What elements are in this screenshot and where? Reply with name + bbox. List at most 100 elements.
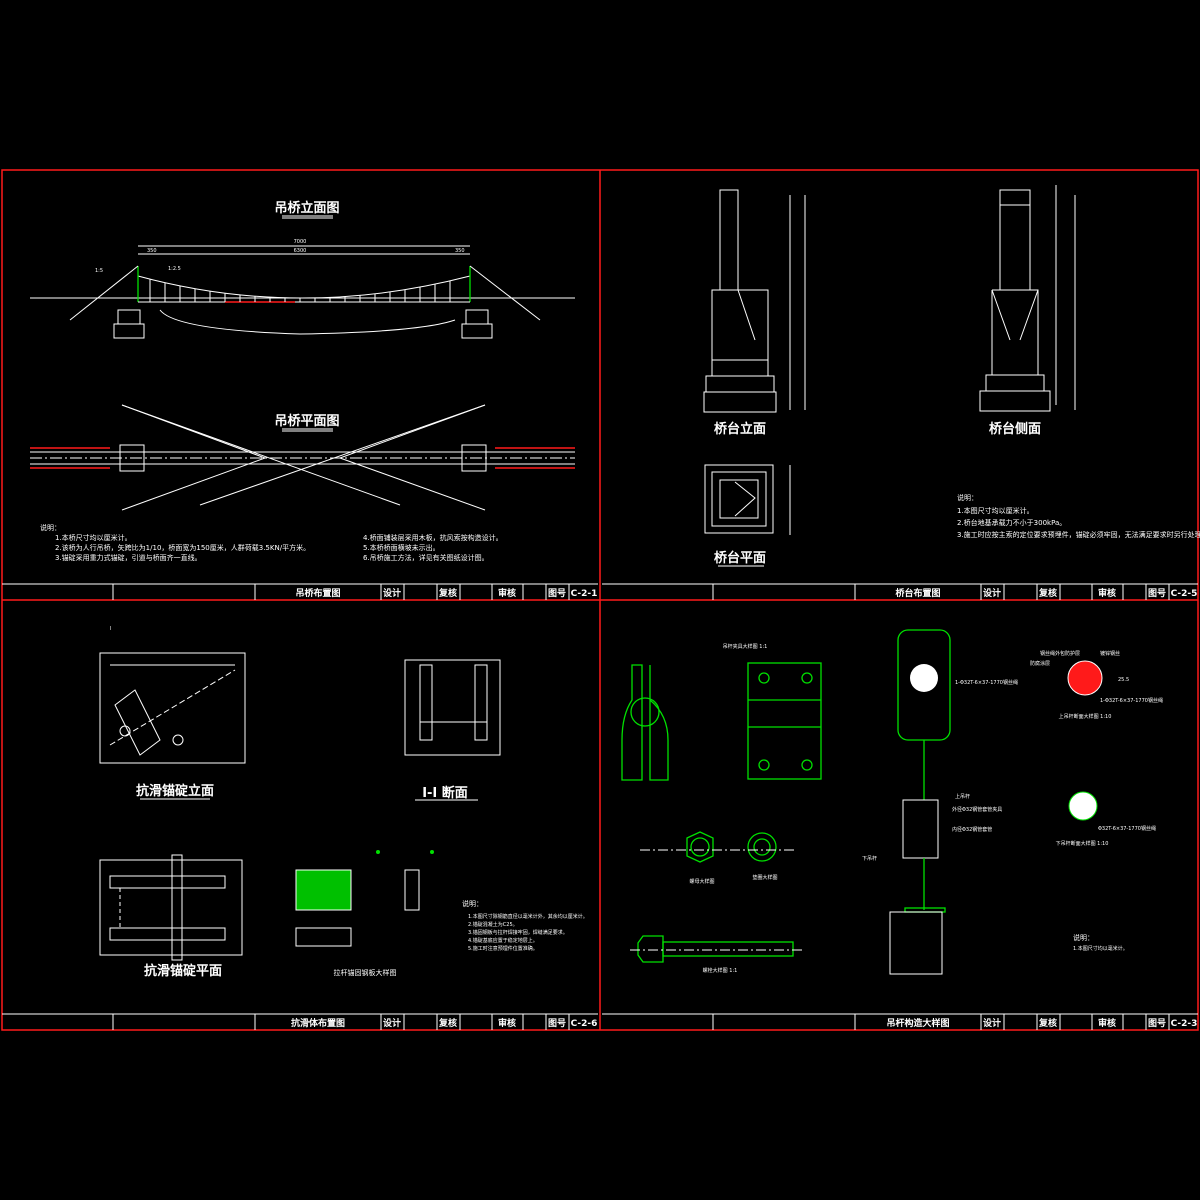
riverbed [159,309,456,335]
lower-rod-section: Φ32T-6×37-1770钢丝绳 下吊杆断面大样图 1:10 [1056,791,1156,847]
slope-left: 1:5 [95,268,103,274]
view-title-nut: 螺母大样图 [689,878,714,885]
note-2: 2.该桥为人行吊桥，矢跨比为1/10，桥面宽为150厘米，人群荷载3.5KN/平… [55,543,310,552]
dim-span-total: 7000 [294,239,307,245]
title-block-review: 审核 [1098,587,1116,599]
abutment-plan-view: 桥台平面 [704,464,791,567]
title-block-review: 审核 [1098,1017,1116,1029]
title-block-bottom-right: 吊杆构造大样图 设计 复核 审核 图号 C-2-3 [602,1013,1198,1030]
title-block-check: 复核 [1038,587,1057,599]
view-title-elevation: 吊桥立面图 [274,200,339,216]
title-block-design: 设计 [983,587,1001,599]
view-title-section: I-I 断面 [422,785,468,801]
section-view: I-I 断面 [404,659,501,801]
view-title-abutment-elevation: 桥台立面 [714,421,766,437]
view-title-plate-detail: 拉杆锚固钢板大样图 [334,968,397,977]
note-6: 6.吊桥施工方法，详见有关图纸设计图。 [363,553,489,562]
view-title-lower-section: 下吊杆断面大样图 1:10 [1056,840,1109,847]
title-block-drawing-title: 桥台布置图 [895,587,940,599]
label-sheath-c: 镀锌钢丝 [1100,650,1120,657]
title-block-design: 设计 [383,587,401,599]
view-title-anchor-elevation: 抗滑锚碇立面 [136,783,214,799]
notes-heading: 说明： [957,493,978,502]
section-mark-top: I [110,626,111,632]
nut-washer-detail: 螺母大样图 垫圈大样图 [640,831,795,885]
notes-heading: 说明： [462,899,483,908]
view-title-washer: 垫圈大样图 [752,874,777,881]
label-sheath-b: 防腐涂层 [1030,660,1050,667]
title-block-drawing-no-label: 图号 [1148,1018,1166,1029]
note-2: 2.桥台地基承载力不小于300kPa。 [957,518,1066,527]
main-cable [137,275,471,299]
title-block-drawing-title: 抗滑体布置图 [291,1017,345,1029]
label-spec-upper: 1-Φ32T-6×37-1770钢丝绳 [955,679,1018,686]
note-1: 1.本图尺寸除钢筋直径以毫米计外，其余均以厘米计。 [468,913,588,920]
title-block-drawing-no: C-2-3 [1171,1019,1198,1029]
hanger-clamp-detail: 吊杆夹具大样图 1:1 [621,643,822,781]
title-block-review: 审核 [498,587,516,599]
title-block-check: 复核 [1038,1017,1057,1029]
slope-right: 1:2.5 [168,266,181,272]
note-1: 1.本图尺寸均以厘米计。 [957,506,1034,515]
label-sheath-a: 钢丝绳外包防护层 [1040,650,1080,657]
dim-side-left: 350 [147,248,157,254]
label-clamp-b: 内径Φ32钢管套管 [952,826,992,833]
anchor-plan-view: 抗滑锚碇平面 [99,854,243,979]
anchor-plate-detail: 拉杆锚固钢板大样图 [295,850,434,977]
title-block-design: 设计 [983,1017,1001,1029]
label-diameter: 25.5 [1118,677,1129,683]
note-3: 3.施工时应按主索的定位要求预埋件，锚碇必须牢固，无法满足要求时另行处理。 [957,530,1200,539]
label-lower-rod: 下吊杆 [862,855,877,862]
note-2: 2.锚碇混凝土为C25。 [468,921,518,928]
title-block-drawing-title: 吊杆构造大样图 [886,1017,949,1029]
upper-rod-section: 25.5 钢丝绳外包防护层 防腐涂层 镀锌钢丝 1-Φ32T-6×37-1770… [1030,650,1163,720]
notes-top-left: 说明： 1.本桥尺寸均以厘米计。 2.该桥为人行吊桥，矢跨比为1/10，桥面宽为… [40,523,503,562]
view-title-plan: 吊桥平面图 [274,413,339,429]
title-block-drawing-no: C-2-5 [1171,589,1198,599]
note-5: 5.本桥桥面横坡未示出。 [363,543,440,552]
view-title-anchor-plan: 抗滑锚碇平面 [144,963,222,979]
note-3: 3.锚固钢板与拉杆焊接牢固，焊缝满足要求。 [468,929,568,936]
view-title-bolt: 螺栓大样图 1:1 [703,967,738,974]
bolt-detail: 螺栓大样图 1:1 [630,935,805,974]
title-block-design: 设计 [383,1017,401,1029]
label-spec-lower: Φ32T-6×37-1770钢丝绳 [1098,825,1156,832]
dim-main: 6300 [294,248,307,254]
title-block-bottom-left: 抗滑体布置图 设计 复核 审核 图号 C-2-6 [2,1013,598,1030]
title-block-drawing-no-label: 图号 [548,1018,566,1029]
title-block-top-right: 桥台布置图 设计 复核 审核 图号 C-2-5 [602,583,1198,600]
title-block-drawing-no-label: 图号 [1148,588,1166,599]
note-1: 1.本图尺寸均以毫米计。 [1073,945,1128,952]
note-5: 5.施工时注意预埋件位置准确。 [468,945,538,952]
notes-bottom-right: 说明： 1.本图尺寸均以毫米计。 [1073,933,1128,952]
view-title-abutment-side: 桥台侧面 [989,421,1041,437]
abutment-side-view: 桥台侧面 [979,185,1076,437]
dim-side-right: 350 [455,248,465,254]
abutment-elevation-view: 桥台立面 [703,189,806,437]
view-title-abutment-plan: 桥台平面 [714,550,766,566]
title-block-drawing-no-label: 图号 [548,588,566,599]
notes-bottom-left: 说明： 1.本图尺寸除钢筋直径以毫米计外，其余均以厘米计。 2.锚碇混凝土为C2… [462,899,588,952]
note-4: 4.锚碇基底应置于稳定地层上。 [468,937,538,944]
hanger-assembly: 上吊杆 1-Φ32T-6×37-1770钢丝绳 外径Φ32钢管套管夹具 内径Φ3… [862,629,1018,975]
bridge-plan-view: 吊桥平面图 [30,404,575,511]
title-block-top-left: 吊桥布置图 设计 复核 审核 图号 C-2-1 [2,583,598,600]
bridge-elevation-view: 吊桥立面图 7000 350 6300 350 1:5 1:2.5 [30,200,575,339]
notes-top-right: 说明： 1.本图尺寸均以厘米计。 2.桥台地基承载力不小于300kPa。 3.施… [957,493,1200,539]
notes-heading: 说明： [1073,933,1094,942]
view-title-clamp: 吊杆夹具大样图 1:1 [723,643,768,650]
view-title-upper-section: 上吊杆断面大样图 1:10 [1059,713,1112,720]
title-block-review: 审核 [498,1017,516,1029]
label-spec-upper-section: 1-Φ32T-6×37-1770钢丝绳 [1100,697,1163,704]
notes-heading: 说明： [40,523,61,532]
note-4: 4.桥面铺装层采用木板，抗风索按构造设计。 [363,533,503,542]
label-upper-rod: 上吊杆 [955,793,970,800]
title-block-drawing-title: 吊桥布置图 [295,587,340,599]
title-block-drawing-no: C-2-6 [571,1019,598,1029]
title-block-drawing-no: C-2-1 [571,589,598,599]
title-block-check: 复核 [438,1017,457,1029]
note-1: 1.本桥尺寸均以厘米计。 [55,533,132,542]
title-block-check: 复核 [438,587,457,599]
label-clamp-a: 外径Φ32钢管套管夹具 [952,806,1002,813]
